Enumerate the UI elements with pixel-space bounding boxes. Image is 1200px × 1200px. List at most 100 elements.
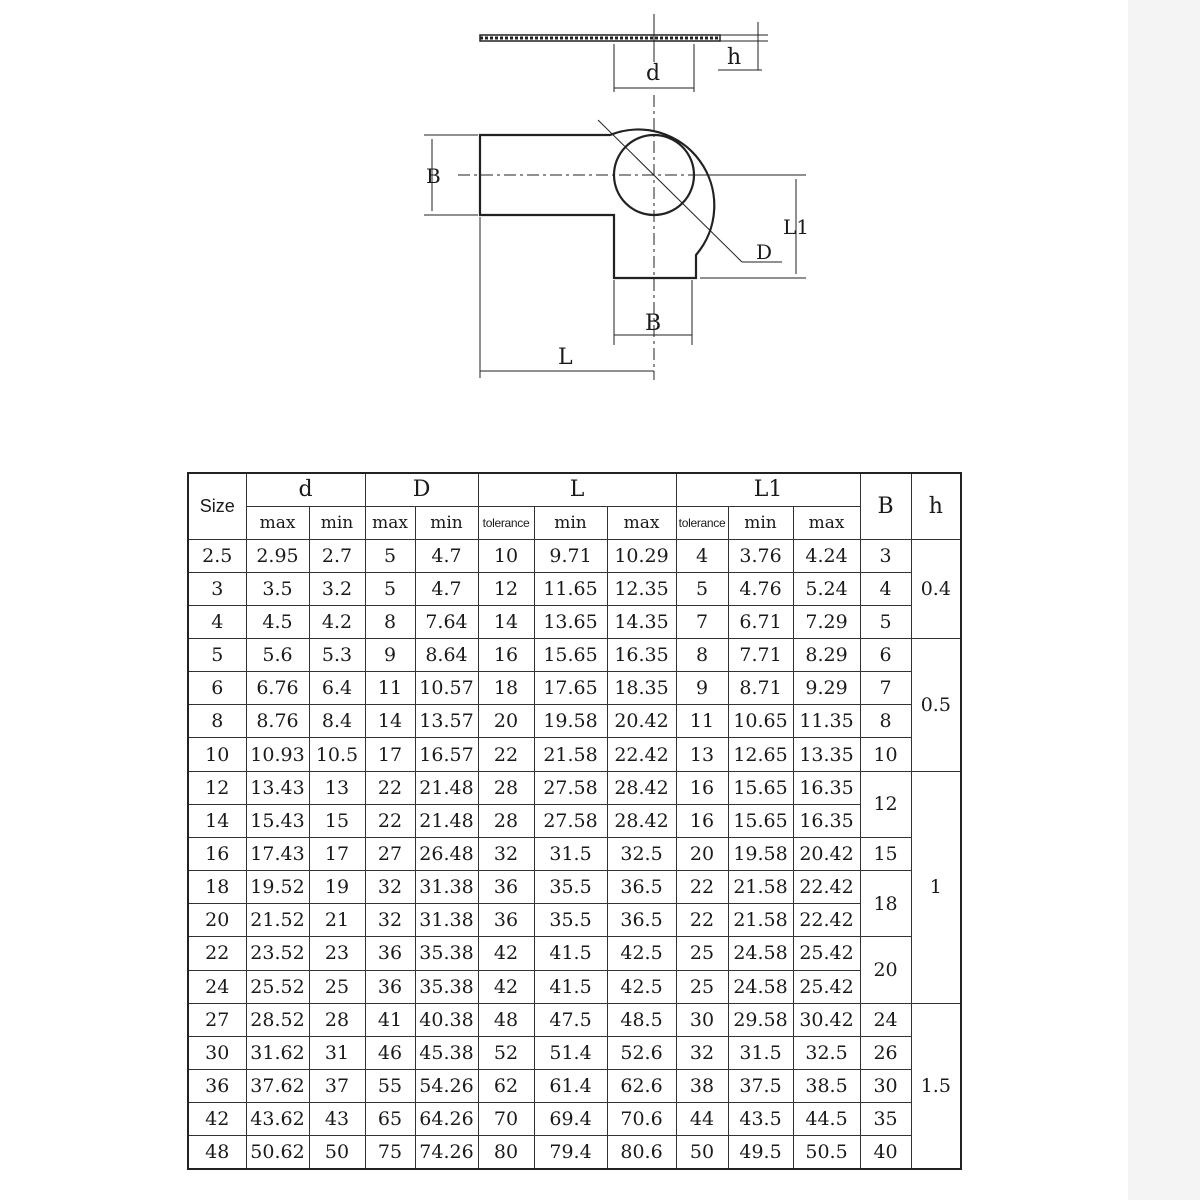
table-cell: 50 [675,1135,729,1170]
label-L: L [558,345,573,370]
table-cell-h: 0.4 [910,538,962,639]
table-cell-B: 6 [859,637,912,673]
table-cell: 80 [477,1135,535,1170]
table-cell: 10.29 [606,538,677,573]
table-cell: 31.38 [414,903,479,938]
table-cell: 21.48 [414,803,479,838]
table-cell: 28.52 [245,1002,310,1037]
table-cell: 4 [675,538,729,573]
table-cell: 5.3 [308,637,366,673]
side-view [479,14,768,92]
table-cell-h: 1 [910,770,962,1004]
header-d-min: min [308,505,366,540]
table-cell-B: 7 [859,671,912,706]
table-cell-B: 18 [859,870,912,938]
table-cell: 35.38 [414,936,479,971]
header-L1-min: min [727,505,794,540]
table-cell: 8 [364,604,416,639]
table-cell: 41.5 [533,936,608,971]
table-cell-B: 35 [859,1102,912,1137]
table-cell: 37.62 [245,1068,310,1104]
table-cell: 13.65 [533,604,608,639]
table-cell: 7.71 [727,637,794,673]
table-cell: 26.48 [414,836,479,872]
table-cell: 21.48 [414,770,479,805]
table-cell: 16.35 [792,770,861,805]
table-cell: 7.29 [792,604,861,639]
table-cell: 20.42 [792,836,861,872]
table-cell: 46 [364,1035,416,1071]
label-h: h [727,45,741,70]
table-cell: 12 [187,770,247,805]
table-cell: 27.58 [533,770,608,805]
table-cell: 10.65 [727,704,794,739]
table-cell-h: 1.5 [910,1002,962,1170]
table-cell: 29.58 [727,1002,794,1037]
dimension-table: Size d D L L1 B h max min max min tolera… [187,472,963,1170]
table-cell: 17.65 [533,671,608,706]
table-cell: 15 [308,803,366,838]
table-cell: 8 [675,637,729,673]
label-L1: L1 [783,215,809,239]
table-cell: 25 [675,969,729,1004]
label-B-side: B [426,164,441,188]
table-cell: 32 [477,836,535,872]
table-cell: 3.76 [727,538,794,573]
table-cell: 25 [675,936,729,971]
table-cell: 25.52 [245,969,310,1004]
table-cell: 27 [187,1002,247,1037]
table-cell: 17 [308,836,366,872]
table-cell: 16 [477,637,535,673]
table-cell: 17 [364,737,416,772]
table-cell: 8.71 [727,671,794,706]
table-cell: 70.6 [606,1102,677,1137]
table-cell: 6.71 [727,604,794,639]
table-cell: 36 [477,903,535,938]
label-B-bottom: B [645,311,661,336]
table-cell: 69.4 [533,1102,608,1137]
table-cell: 23.52 [245,936,310,971]
table-cell: 13.43 [245,770,310,805]
table-cell: 21 [308,903,366,938]
table-cell: 22 [364,770,416,805]
table-cell: 24.58 [727,936,794,971]
table-cell: 3.5 [245,571,310,606]
table-cell: 75 [364,1135,416,1170]
table-cell: 15.65 [727,803,794,838]
table-cell: 32.5 [606,836,677,872]
table-cell: 38 [675,1068,729,1104]
table-cell: 8.4 [308,704,366,739]
table-cell: 28.42 [606,803,677,838]
table-cell: 20 [477,704,535,739]
table-cell: 2.95 [245,538,310,573]
table-cell: 14.35 [606,604,677,639]
table-cell: 19.58 [727,836,794,872]
table-cell: 28 [308,1002,366,1037]
table-cell-h: 0.5 [910,637,962,772]
table-cell: 12.65 [727,737,794,772]
table-cell: 14 [364,704,416,739]
table-cell: 32.5 [792,1035,861,1071]
table-cell-B: 10 [859,737,912,772]
table-cell: 3 [187,571,247,606]
table-cell: 13 [675,737,729,772]
table-cell: 10.57 [414,671,479,706]
table-cell: 47.5 [533,1002,608,1037]
table-cell: 11.65 [533,571,608,606]
table-cell: 15.65 [533,637,608,673]
table-cell: 37 [308,1068,366,1104]
table-cell: 16 [675,803,729,838]
table-cell: 42.5 [606,936,677,971]
table-cell: 16.35 [606,637,677,673]
table-cell: 9.71 [533,538,608,573]
table-cell: 43.5 [727,1102,794,1137]
table-cell: 5 [364,571,416,606]
